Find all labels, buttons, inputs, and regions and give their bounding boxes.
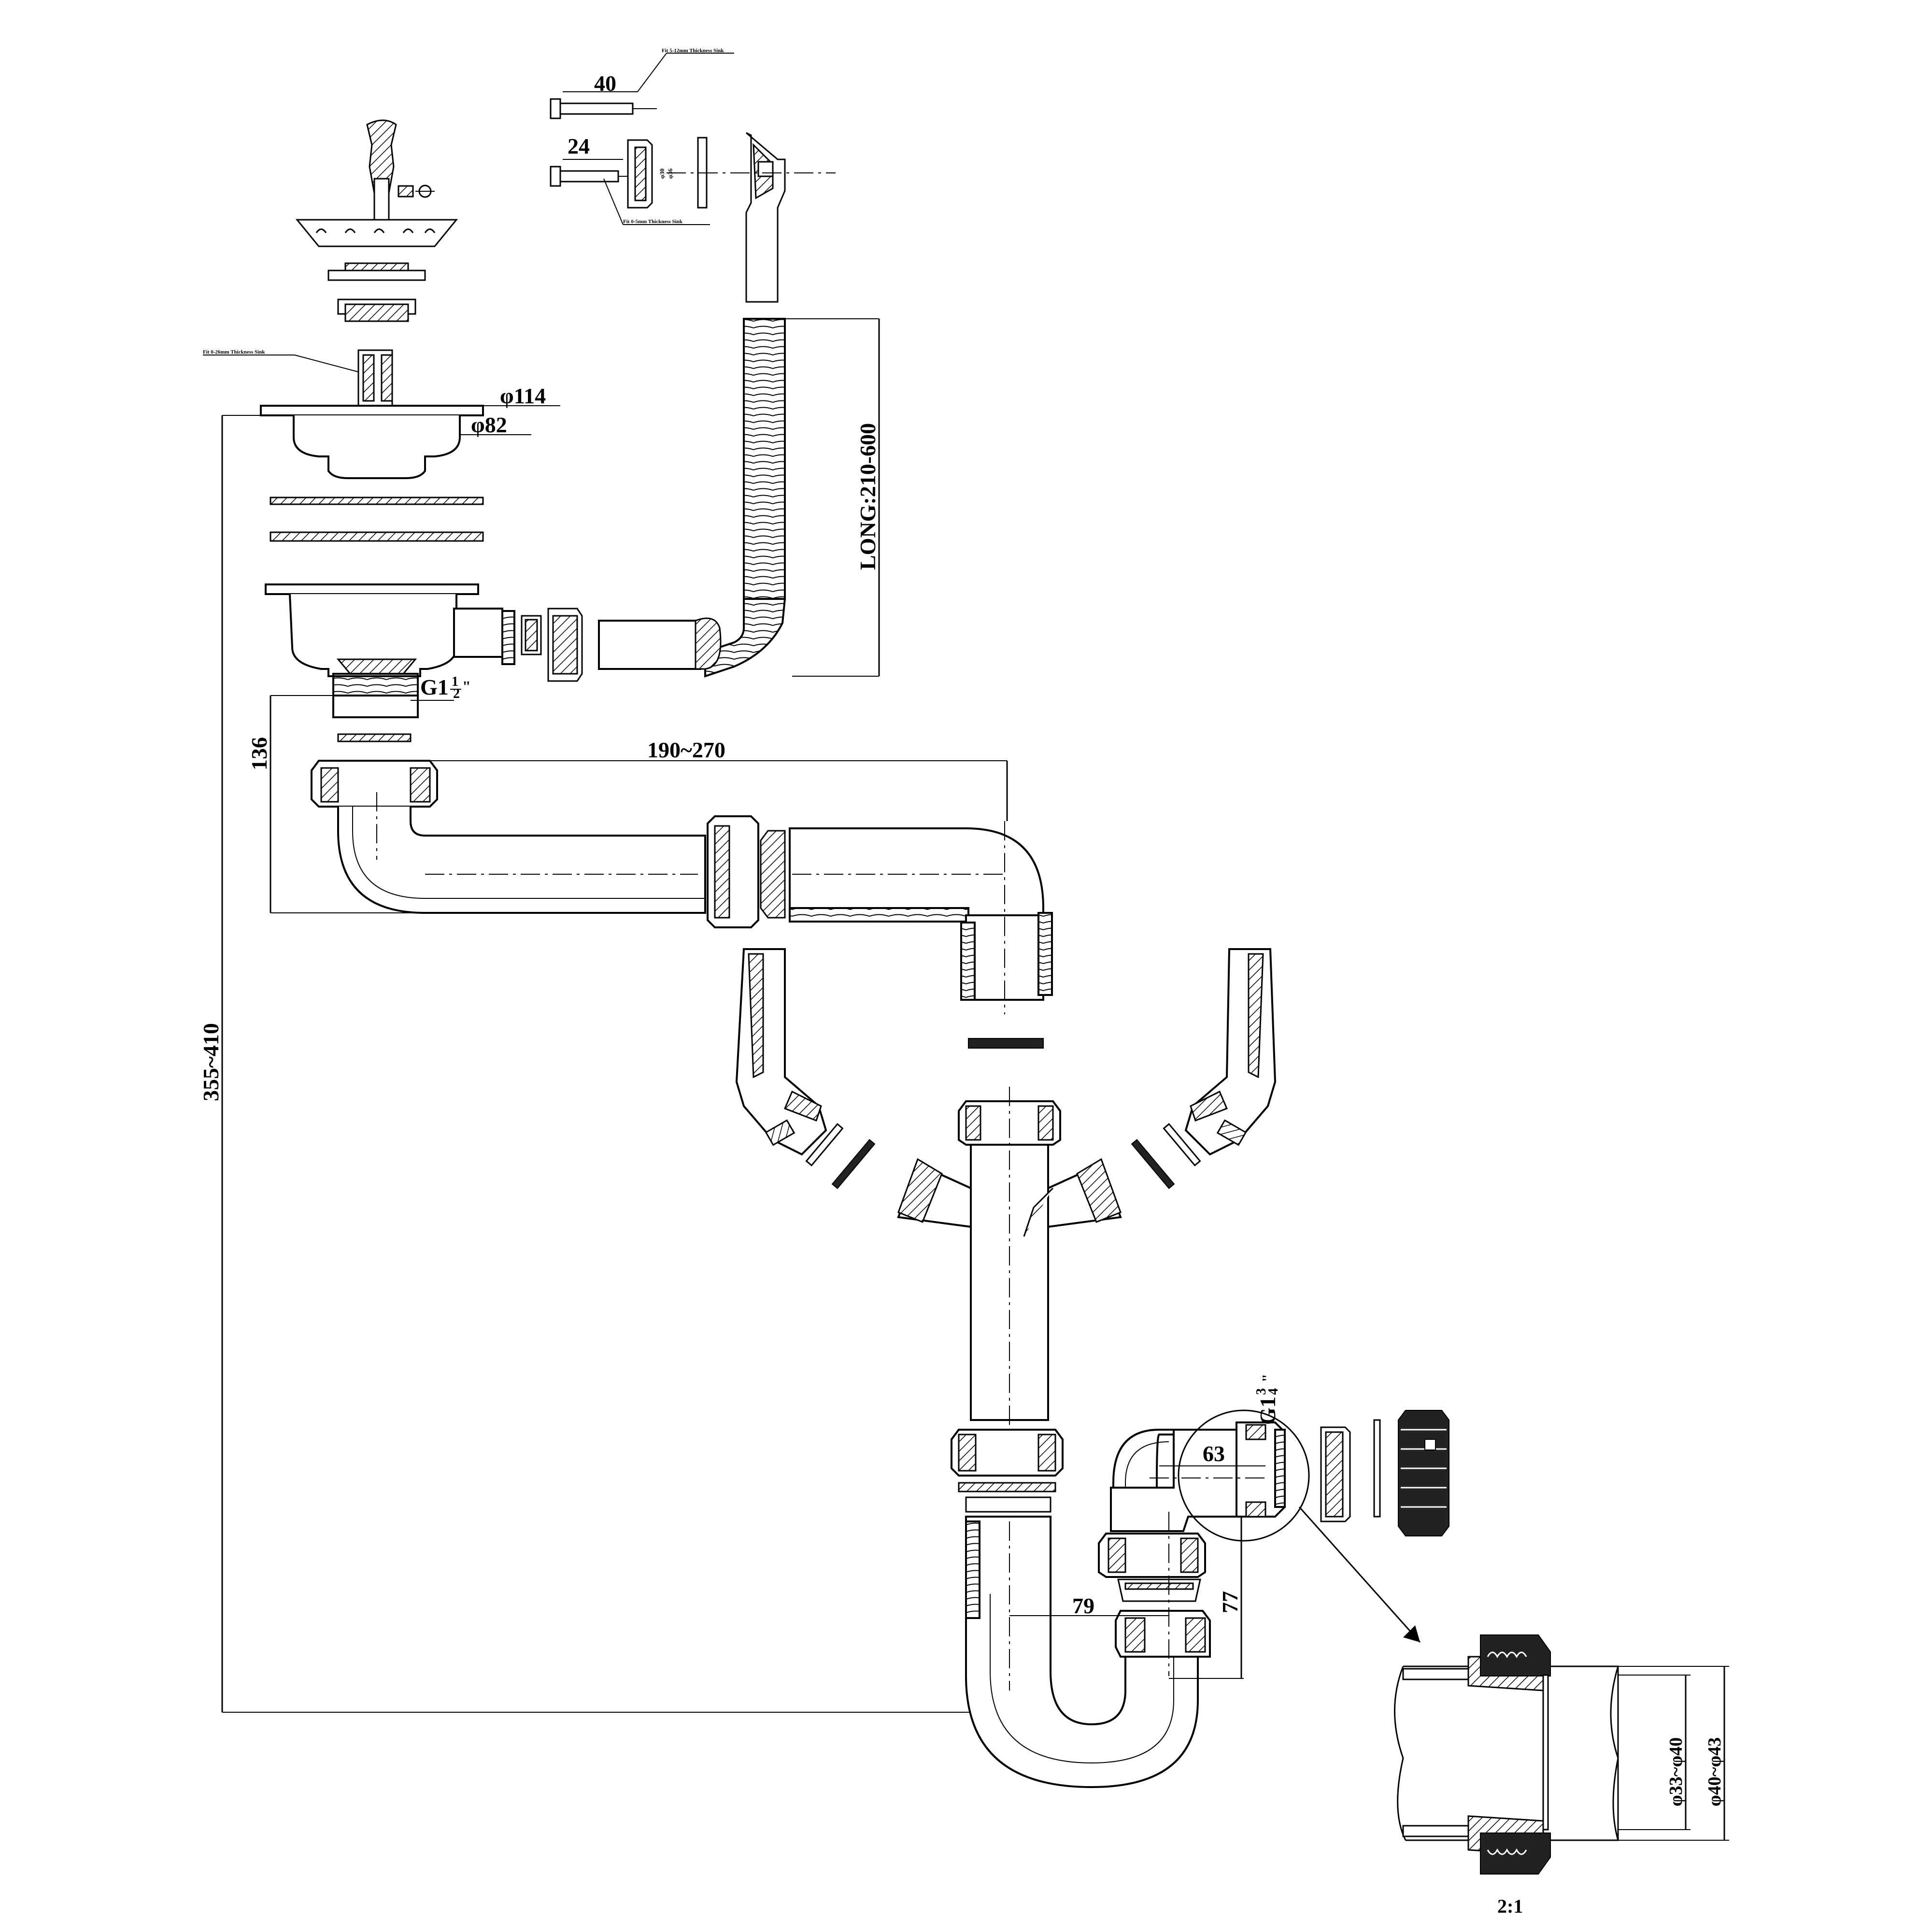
svg-text:": " (462, 678, 471, 695)
overflow-screw-long (550, 98, 657, 119)
arm-washer (760, 830, 786, 919)
strainer-seal (327, 262, 426, 322)
outlet-elbow (1110, 1421, 1286, 1532)
dim-phi82: φ82 (471, 412, 507, 437)
dim-phi40-43: φ40~φ43 (1705, 1737, 1725, 1806)
svg-text:1: 1 (452, 674, 458, 689)
overflow-connector-pipe (598, 617, 722, 670)
tee-lower-washer (958, 1482, 1056, 1492)
trap-washer-top (337, 733, 412, 742)
sink-flange (260, 405, 484, 479)
detail-view (1394, 1634, 1619, 1875)
right-inlet-elbow (1184, 948, 1277, 1156)
overflow-corrugated-hose (704, 318, 786, 678)
dim-phi36: φ36 (667, 168, 674, 179)
elbow-washer (968, 1038, 1044, 1049)
fit-5-12-label: Fit 5-12mm Thickness Sink (662, 48, 724, 54)
svg-text:3: 3 (1254, 1388, 1269, 1395)
dim-63: 63 (1203, 1441, 1225, 1466)
detail-scale: 2:1 (1497, 1895, 1523, 1917)
overflow-elbow (745, 132, 786, 303)
fit-0-26-label: Fit 0-26mm Thickness Sink (203, 349, 265, 355)
dim-40: 40 (594, 71, 616, 96)
arm-elbow (789, 827, 1053, 1001)
u-trap-bottle (965, 1496, 1199, 1789)
waste-body (265, 583, 515, 718)
strainer-shaft (357, 349, 393, 407)
outlet-elbow-nut (1098, 1533, 1206, 1578)
tee-lower-nut (951, 1429, 1064, 1477)
dim-136: 136 (247, 737, 271, 770)
left-inlet-elbow (735, 948, 827, 1156)
outlet-compression-nut (1398, 1410, 1449, 1536)
detail-circle (1178, 1409, 1310, 1542)
dim-g1-half: G1 (420, 675, 449, 699)
left-inlet-washers (805, 1123, 876, 1189)
sink-gasket-1 (270, 497, 484, 505)
dim-355-410: 355~410 (199, 1023, 223, 1101)
trap-inlet-nut (311, 760, 438, 808)
dim-24: 24 (568, 134, 590, 158)
svg-text:2: 2 (453, 686, 460, 701)
dim-79: 79 (1072, 1593, 1094, 1618)
overflow-connector-nut (521, 608, 583, 682)
dim-phi114: φ114 (500, 384, 546, 408)
dim-long: LONG:210-600 (855, 423, 880, 570)
outlet-o-ring (1373, 1419, 1381, 1518)
outlet-washer-cone (1320, 1426, 1351, 1522)
sink-gasket-2 (270, 531, 484, 542)
trap-bend-arm (337, 792, 706, 914)
svg-text:4: 4 (1266, 1388, 1281, 1395)
dim-77: 77 (1218, 1591, 1242, 1613)
strainer-basket (295, 219, 458, 247)
fit-0-5-label: Fit 0-5mm Thickness Sink (623, 219, 683, 225)
arm-nut (707, 815, 759, 928)
right-inlet-washers (1131, 1123, 1201, 1189)
dim-g1-three-quarter: G1 (1255, 1396, 1280, 1425)
u-trap-outlet-nut (1115, 1610, 1211, 1658)
overflow-cap: φ30 φ36 (627, 139, 674, 209)
dim-phi30: φ30 (658, 169, 666, 179)
dim-190-270: 190~270 (647, 738, 725, 762)
strainer-knob (366, 119, 435, 223)
dim-phi33-40: φ33~φ40 (1666, 1737, 1686, 1806)
svg-text:": " (1259, 1374, 1276, 1382)
u-trap-outlet-washer (1117, 1578, 1201, 1602)
